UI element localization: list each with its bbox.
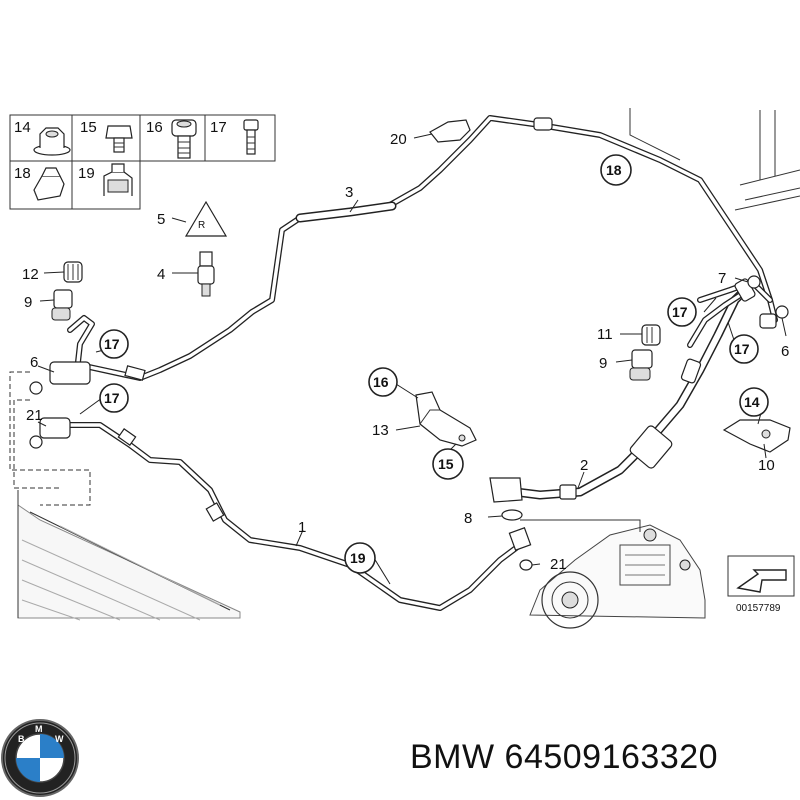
callout-ring: 15 (432, 448, 464, 480)
callout-label: 8 (464, 510, 472, 527)
legend-num: 17 (210, 119, 227, 136)
callout-ring: 14 (739, 387, 769, 417)
callout-ring-label: 16 (373, 374, 389, 390)
valve-core-icon (51, 289, 73, 321)
bracket-clip (429, 119, 471, 143)
leader-lines (37, 133, 787, 585)
screw-icon (243, 119, 259, 155)
mounting-bracket (415, 391, 477, 447)
frame-lines (629, 108, 681, 161)
part-number: 64509163320 (504, 738, 719, 776)
svg-text:R: R (198, 220, 205, 231)
callout-label: 3 (345, 184, 353, 201)
callout-ring: 19 (344, 542, 376, 574)
pipe-line-1 (57, 422, 532, 611)
hose-line-2 (489, 278, 777, 503)
legend-num: 15 (80, 119, 97, 136)
callout-ring-label: 19 (350, 550, 366, 566)
bracket-clip-icon (103, 163, 133, 196)
callout-ring-label: 18 (606, 162, 622, 178)
bmw-logo: B M W (1, 719, 79, 797)
logo-letter: M (35, 724, 43, 734)
callout-ring: 18 (600, 154, 632, 186)
warning-label-icon: R (184, 200, 228, 237)
callout-label: 10 (758, 457, 775, 474)
legend-num: 18 (14, 165, 31, 182)
callout-label: 13 (372, 422, 389, 439)
legend-num: 19 (78, 165, 95, 182)
assembly-line (13, 399, 60, 489)
flange-nut-icon (33, 127, 71, 156)
callout-ring: 17 (99, 329, 129, 359)
parts-legend: 14 15 16 17 18 19 (9, 114, 276, 210)
callout-ring-label: 17 (672, 304, 688, 320)
callout-ring: 16 (368, 367, 398, 397)
callout-label: 2 (580, 457, 588, 474)
legend-num: 16 (146, 119, 163, 136)
o-ring-icon (29, 275, 789, 571)
valve-core-icon (629, 349, 653, 381)
diagram-id: 00157789 (736, 603, 781, 614)
logo-letter: B (18, 734, 25, 744)
callout-label: 6 (30, 354, 38, 371)
mounting-bracket (722, 419, 791, 453)
callout-label: 5 (157, 211, 165, 228)
callout-ring: 17 (667, 297, 697, 327)
callout-label: 21 (26, 407, 43, 424)
callout-label: 21 (550, 556, 567, 573)
assembly-line (9, 371, 91, 506)
callout-label: 12 (22, 266, 39, 283)
callout-ring: 17 (729, 334, 759, 364)
callout-ring-label: 17 (104, 390, 120, 406)
pressure-switch-icon (197, 251, 215, 297)
callout-label: 20 (390, 131, 407, 148)
callout-ring: 17 (99, 383, 129, 413)
legend-num: 14 (14, 119, 31, 136)
compressor (529, 524, 706, 629)
callout-ring-label: 15 (438, 456, 454, 472)
socket-bolt-icon (171, 119, 197, 159)
callout-label: 9 (24, 294, 32, 311)
service-cap-icon (641, 324, 661, 346)
callout-ring-label: 17 (734, 341, 750, 357)
callout-label: 4 (157, 266, 165, 283)
brand-name: BMW (410, 738, 495, 776)
hose-clip-icon (33, 167, 65, 201)
callout-label: 6 (781, 343, 789, 360)
assembly-line (520, 519, 641, 532)
callout-label: 9 (599, 355, 607, 372)
callout-label: 11 (597, 326, 613, 343)
logo-letter: W (55, 734, 64, 744)
callout-ring-label: 17 (104, 336, 120, 352)
frame-lines (759, 110, 776, 180)
service-fitting (39, 315, 95, 439)
service-cap-icon (63, 261, 83, 283)
callout-label: 7 (718, 270, 726, 287)
callout-ring-label: 14 (744, 394, 760, 410)
diagram-id-box: 00157789 (727, 555, 795, 614)
hex-bolt-icon (105, 125, 133, 153)
part-caption: BMW 64509163320 (410, 738, 718, 777)
condenser (17, 490, 241, 621)
frame-lines (734, 169, 800, 211)
callout-label: 1 (298, 519, 306, 536)
